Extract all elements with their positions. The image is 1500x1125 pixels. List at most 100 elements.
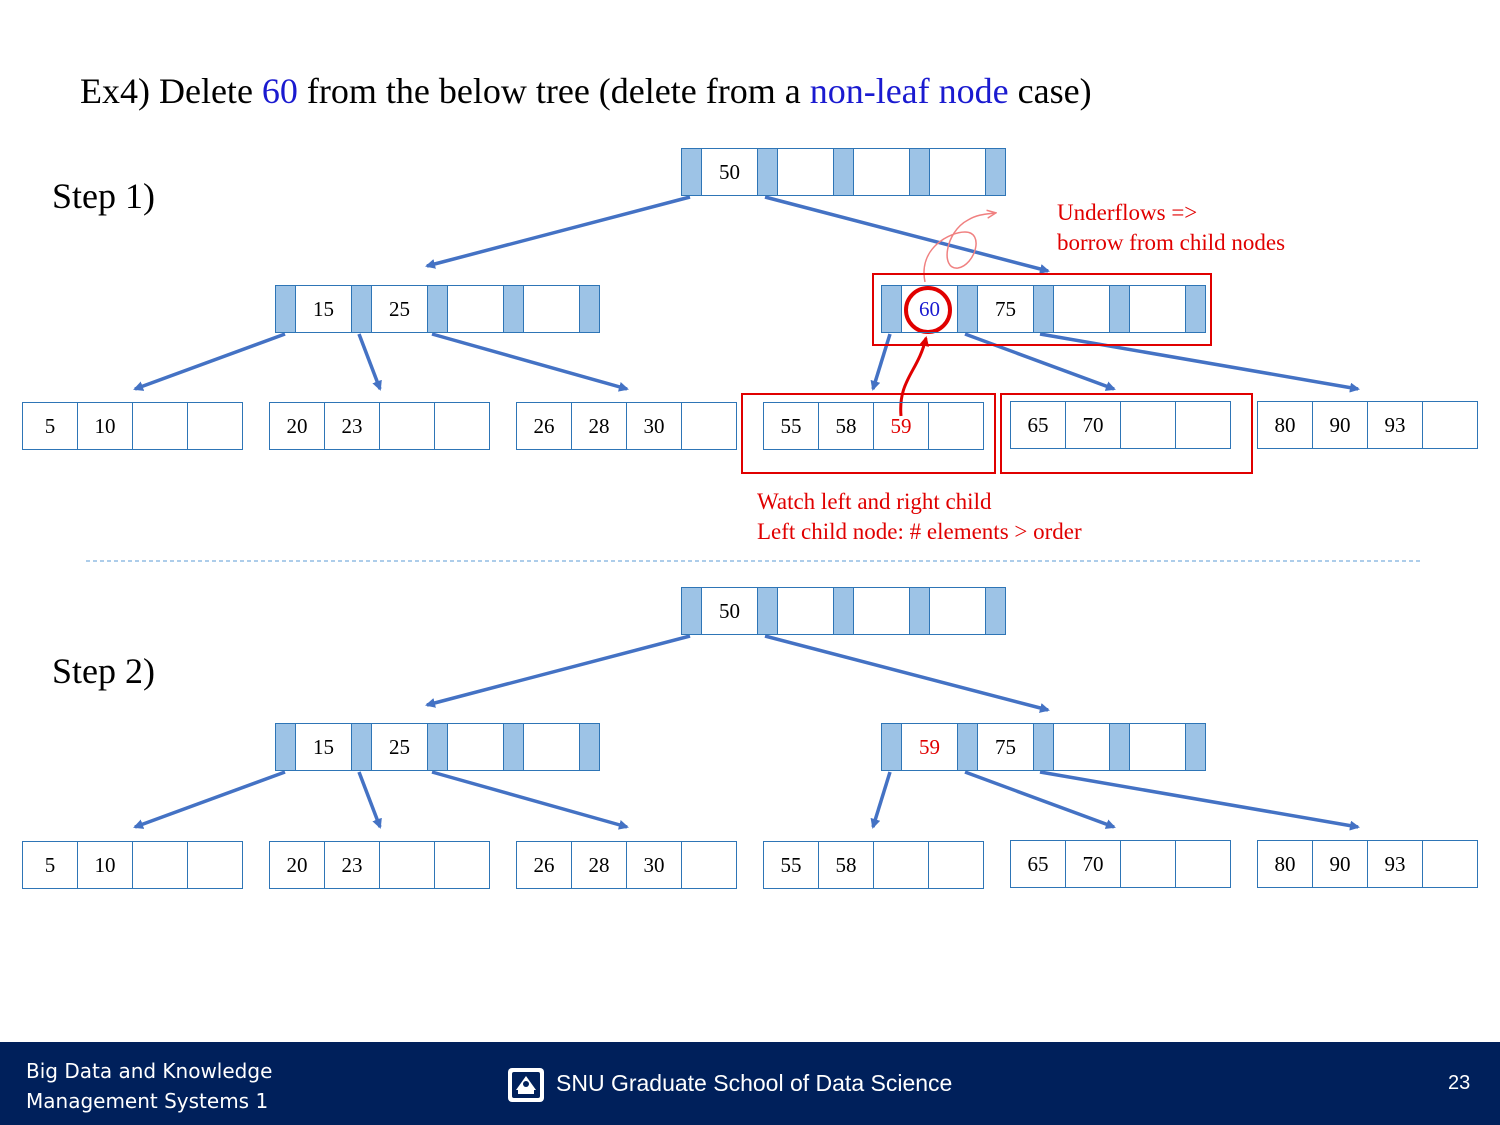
borrow-arrow	[899, 336, 930, 417]
pointer-slot	[275, 723, 296, 771]
leaf-key	[873, 841, 929, 889]
leaf-key: 70	[1065, 840, 1121, 888]
step2-leaf-1: 5 10	[22, 841, 243, 889]
node-key: 50	[701, 148, 758, 196]
step2-right-internal-node: 59 75	[881, 723, 1206, 771]
node-key	[447, 285, 504, 333]
step1-leaf-4: 55 58 59	[763, 402, 984, 450]
pointer-slot	[1185, 723, 1206, 771]
slide-footer: Big Data and Knowledge Management System…	[0, 1042, 1500, 1125]
leaf-key: 23	[324, 402, 380, 450]
leaf-key: 10	[77, 841, 133, 889]
node-key	[929, 148, 986, 196]
tree-edges	[86, 195, 1422, 831]
leaf-key	[187, 841, 243, 889]
snu-logo-icon	[508, 1068, 544, 1102]
pointer-slot	[681, 148, 702, 196]
leaf-key: 58	[818, 841, 874, 889]
leaf-key	[1422, 840, 1478, 888]
leaf-key: 5	[22, 841, 78, 889]
node-key: 50	[701, 587, 758, 635]
pointer-slot	[681, 587, 702, 635]
pointer-slot	[1185, 285, 1206, 333]
leaf-key: 90	[1312, 401, 1368, 449]
node-key: 15	[295, 285, 352, 333]
step1-leaf-2: 20 23	[269, 402, 490, 450]
pointer-slot	[881, 723, 902, 771]
step1-left-internal-node: 15 25	[275, 285, 600, 333]
underflow-note: Underflows => borrow from child nodes	[1057, 198, 1285, 258]
edge-right-leaf6	[1039, 332, 1360, 393]
step1-root-node: 50	[681, 148, 1006, 196]
edge-root-left	[425, 195, 691, 269]
edge2-root-left	[425, 634, 691, 708]
pointer-slot	[503, 285, 524, 333]
pointer-slot	[957, 723, 978, 771]
left-child-highlight	[741, 393, 996, 474]
leaf-key	[434, 402, 490, 450]
leaf-key	[1175, 840, 1231, 888]
node-key: 25	[371, 285, 428, 333]
node-key	[853, 587, 910, 635]
leaf-key	[132, 402, 188, 450]
node-key	[777, 148, 834, 196]
step1-leaf-3: 26 28 30	[516, 402, 737, 450]
node-key: 25	[371, 723, 428, 771]
leaf-key: 23	[324, 841, 380, 889]
course-name-line1: Big Data and Knowledge	[26, 1059, 273, 1083]
step2-leaf-4: 55 58	[763, 841, 984, 889]
leaf-key: 10	[77, 402, 133, 450]
leaf-key: 30	[626, 841, 682, 889]
right-child-highlight	[1000, 393, 1253, 474]
edge-left-leaf1	[133, 332, 286, 391]
title-highlight-case: non-leaf node	[809, 71, 1009, 111]
edge-right-leaf4	[870, 333, 892, 391]
leaf-key	[379, 841, 435, 889]
title-highlight-key: 60	[261, 71, 298, 111]
node-key	[523, 723, 580, 771]
title-suffix: case)	[1008, 71, 1092, 111]
edge2-right-leaf4	[870, 771, 892, 829]
step2-label: Step 2)	[52, 651, 155, 691]
node-key	[853, 148, 910, 196]
leaf-key	[187, 402, 243, 450]
pointer-slot	[579, 723, 600, 771]
underflow-loop-arrow	[923, 213, 995, 283]
title-middle: from the below tree (delete from a	[297, 71, 810, 111]
step2-root-node: 50	[681, 587, 1006, 635]
leaf-key	[1422, 401, 1478, 449]
node-key	[1129, 723, 1186, 771]
underflow-node-highlight	[872, 273, 1212, 346]
node-key	[523, 285, 580, 333]
page-number: 23	[1448, 1072, 1471, 1094]
step1-right-internal-node: 60 75	[881, 285, 1206, 333]
leaf-key: 28	[571, 402, 627, 450]
leaf-key: 93	[1367, 840, 1423, 888]
watch-children-note: Watch left and right child Left child no…	[757, 487, 1082, 547]
pointer-slot	[427, 723, 448, 771]
step1-label: Step 1)	[52, 176, 155, 216]
edge-left-leaf2	[357, 333, 382, 391]
step2-leaf-6: 80 90 93	[1257, 840, 1478, 888]
step1-leaf-1: 5 10	[22, 402, 243, 450]
school-name: SNU Graduate School of Data Science	[556, 1070, 953, 1096]
edge2-root-right	[764, 634, 1050, 713]
leaf-key: 93	[1367, 401, 1423, 449]
edge2-right-leaf6	[1039, 770, 1360, 831]
step1-leaf-5: 65 70	[1010, 401, 1231, 449]
title-prefix: Ex4) Delete	[80, 71, 262, 111]
leaf-key	[132, 841, 188, 889]
pointer-slot	[579, 285, 600, 333]
leaf-key: 26	[516, 841, 572, 889]
leaf-key: 20	[269, 402, 325, 450]
leaf-key: 26	[516, 402, 572, 450]
edge-right-leaf5	[964, 332, 1116, 391]
leaf-key	[434, 841, 490, 889]
underflow-note-line2: borrow from child nodes	[1057, 230, 1286, 255]
leaf-key	[1120, 840, 1176, 888]
pointer-slot	[833, 587, 854, 635]
leaf-key: 20	[269, 841, 325, 889]
pointer-slot	[351, 723, 372, 771]
pointer-slot	[427, 285, 448, 333]
leaf-key: 5	[22, 402, 78, 450]
